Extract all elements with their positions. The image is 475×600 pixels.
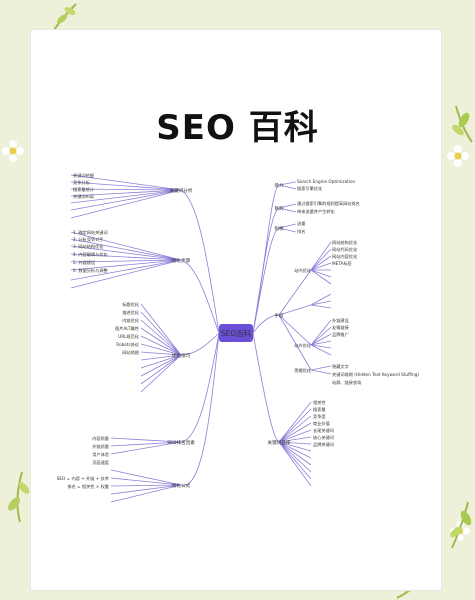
leaf-sprig-icon bbox=[53, 3, 77, 31]
branch-goal: 目的 bbox=[274, 205, 284, 212]
leaf-sprig-icon bbox=[450, 501, 472, 549]
mind-map-connectors bbox=[70, 174, 332, 503]
mind-map: SEO百科 关键词分析 优化步骤 优化技巧 SEO排名因素 优化公式 简介 目的… bbox=[57, 172, 419, 503]
method-offsite: 站外优化 bbox=[294, 342, 312, 349]
formula-item: 排名 = 相关性 × 权重 bbox=[67, 483, 109, 490]
keyword-selection-item: 长尾关键词 bbox=[313, 427, 334, 434]
method-black-hat: 黑帽优化 bbox=[294, 367, 312, 374]
daisy-flower-icon bbox=[447, 145, 469, 167]
step-item: 3. 网站结构优化 bbox=[73, 243, 104, 250]
technique-item: 图片ALT属性 bbox=[115, 325, 139, 332]
branch-method: 手段 bbox=[274, 312, 284, 319]
offsite-item: 友情链接 bbox=[332, 324, 350, 331]
branch-intro: 简介 bbox=[274, 182, 284, 189]
intro-item: Search Engine Optimization bbox=[297, 179, 356, 184]
onsite-item: META标签 bbox=[332, 260, 353, 267]
keyword-selection-item: 商业价值 bbox=[313, 420, 330, 427]
keyword-selection-item: 竞争度 bbox=[313, 413, 326, 420]
page-title: SEO 百科 bbox=[156, 108, 319, 148]
technique-item: URL规范化 bbox=[118, 333, 140, 340]
keyword-selection-item: 相关性 bbox=[313, 399, 326, 406]
ranking-item: 用户体验 bbox=[92, 451, 110, 458]
center-node bbox=[219, 324, 253, 342]
daisy-flower-icon bbox=[2, 140, 24, 162]
leaf-sprig-icon bbox=[452, 105, 473, 143]
branch-keyword-selection: 关键词选择 bbox=[268, 439, 291, 446]
step-item: 2. 分析竞争对手 bbox=[73, 236, 103, 243]
poster-card bbox=[31, 30, 441, 590]
goal-item: 带来流量并产生转化 bbox=[297, 208, 336, 215]
offsite-item: 品牌推广 bbox=[332, 331, 349, 338]
branch-optimization-formula: 优化公式 bbox=[172, 482, 191, 489]
center-node-label: SEO百科 bbox=[221, 328, 252, 338]
keyword-analysis-item: 竞争分析 bbox=[73, 179, 90, 186]
ranking-item: 页面速度 bbox=[92, 459, 110, 466]
metrics-item: 流量 bbox=[297, 220, 305, 227]
keyword-analysis-item: 关键词布局 bbox=[73, 193, 94, 200]
step-item: 6. 数据分析与调整 bbox=[73, 267, 108, 274]
step-item: 5. 外链建设 bbox=[73, 259, 96, 266]
technique-item: 描述优化 bbox=[122, 309, 140, 316]
branch-seo-ranking-factors: SEO排名因素 bbox=[167, 439, 195, 446]
step-item: 1. 确定网站关键词 bbox=[73, 229, 108, 236]
branch-optimization-techniques: 优化技巧 bbox=[172, 352, 191, 359]
keyword-selection-item: 搜索量 bbox=[313, 406, 326, 413]
keyword-selection-item: 品牌关键词 bbox=[313, 441, 334, 448]
black-hat-item: 站群、链接农场 bbox=[332, 379, 361, 386]
technique-item: Robots协议 bbox=[116, 341, 140, 348]
keyword-selection-item: 核心关键词 bbox=[313, 434, 334, 441]
keyword-analysis-item: 关键词挖掘 bbox=[73, 172, 94, 179]
branch-optimization-steps: 优化步骤 bbox=[172, 257, 191, 264]
onsite-item: 网站结构优化 bbox=[332, 239, 358, 246]
black-hat-item: 隐藏文字 bbox=[332, 363, 349, 370]
technique-item: 网站地图 bbox=[122, 349, 139, 356]
branch-keyword-analysis: 关键词分析 bbox=[170, 187, 193, 194]
leaf-sprig-icon bbox=[8, 471, 30, 523]
step-item: 4. 内容编辑与优化 bbox=[73, 251, 108, 258]
technique-item: 标题优化 bbox=[122, 301, 140, 308]
keyword-analysis-item: 搜索量统计 bbox=[73, 186, 94, 193]
ranking-item: 内容质量 bbox=[92, 435, 109, 442]
metrics-item: 排名 bbox=[297, 228, 305, 235]
method-onsite: 站内优化 bbox=[294, 267, 312, 274]
technique-item: 内链优化 bbox=[122, 317, 140, 324]
black-hat-item: 关键词堆砌 (Hidden Text Keyword Stuffing) bbox=[332, 371, 419, 378]
offsite-item: 外链建设 bbox=[332, 317, 350, 324]
intro-item: 搜索引擎优化 bbox=[297, 185, 323, 192]
formula-item: SEO = 内容 + 外链 + 技术 bbox=[57, 475, 110, 482]
onsite-item: 网站内容优化 bbox=[332, 253, 358, 260]
onsite-item: 网站代码优化 bbox=[332, 246, 358, 253]
branch-metrics: 指标 bbox=[274, 225, 284, 232]
ranking-item: 外链质量 bbox=[92, 443, 109, 450]
goal-item: 通过搜索引擎的规则提高网站排名 bbox=[297, 200, 360, 207]
